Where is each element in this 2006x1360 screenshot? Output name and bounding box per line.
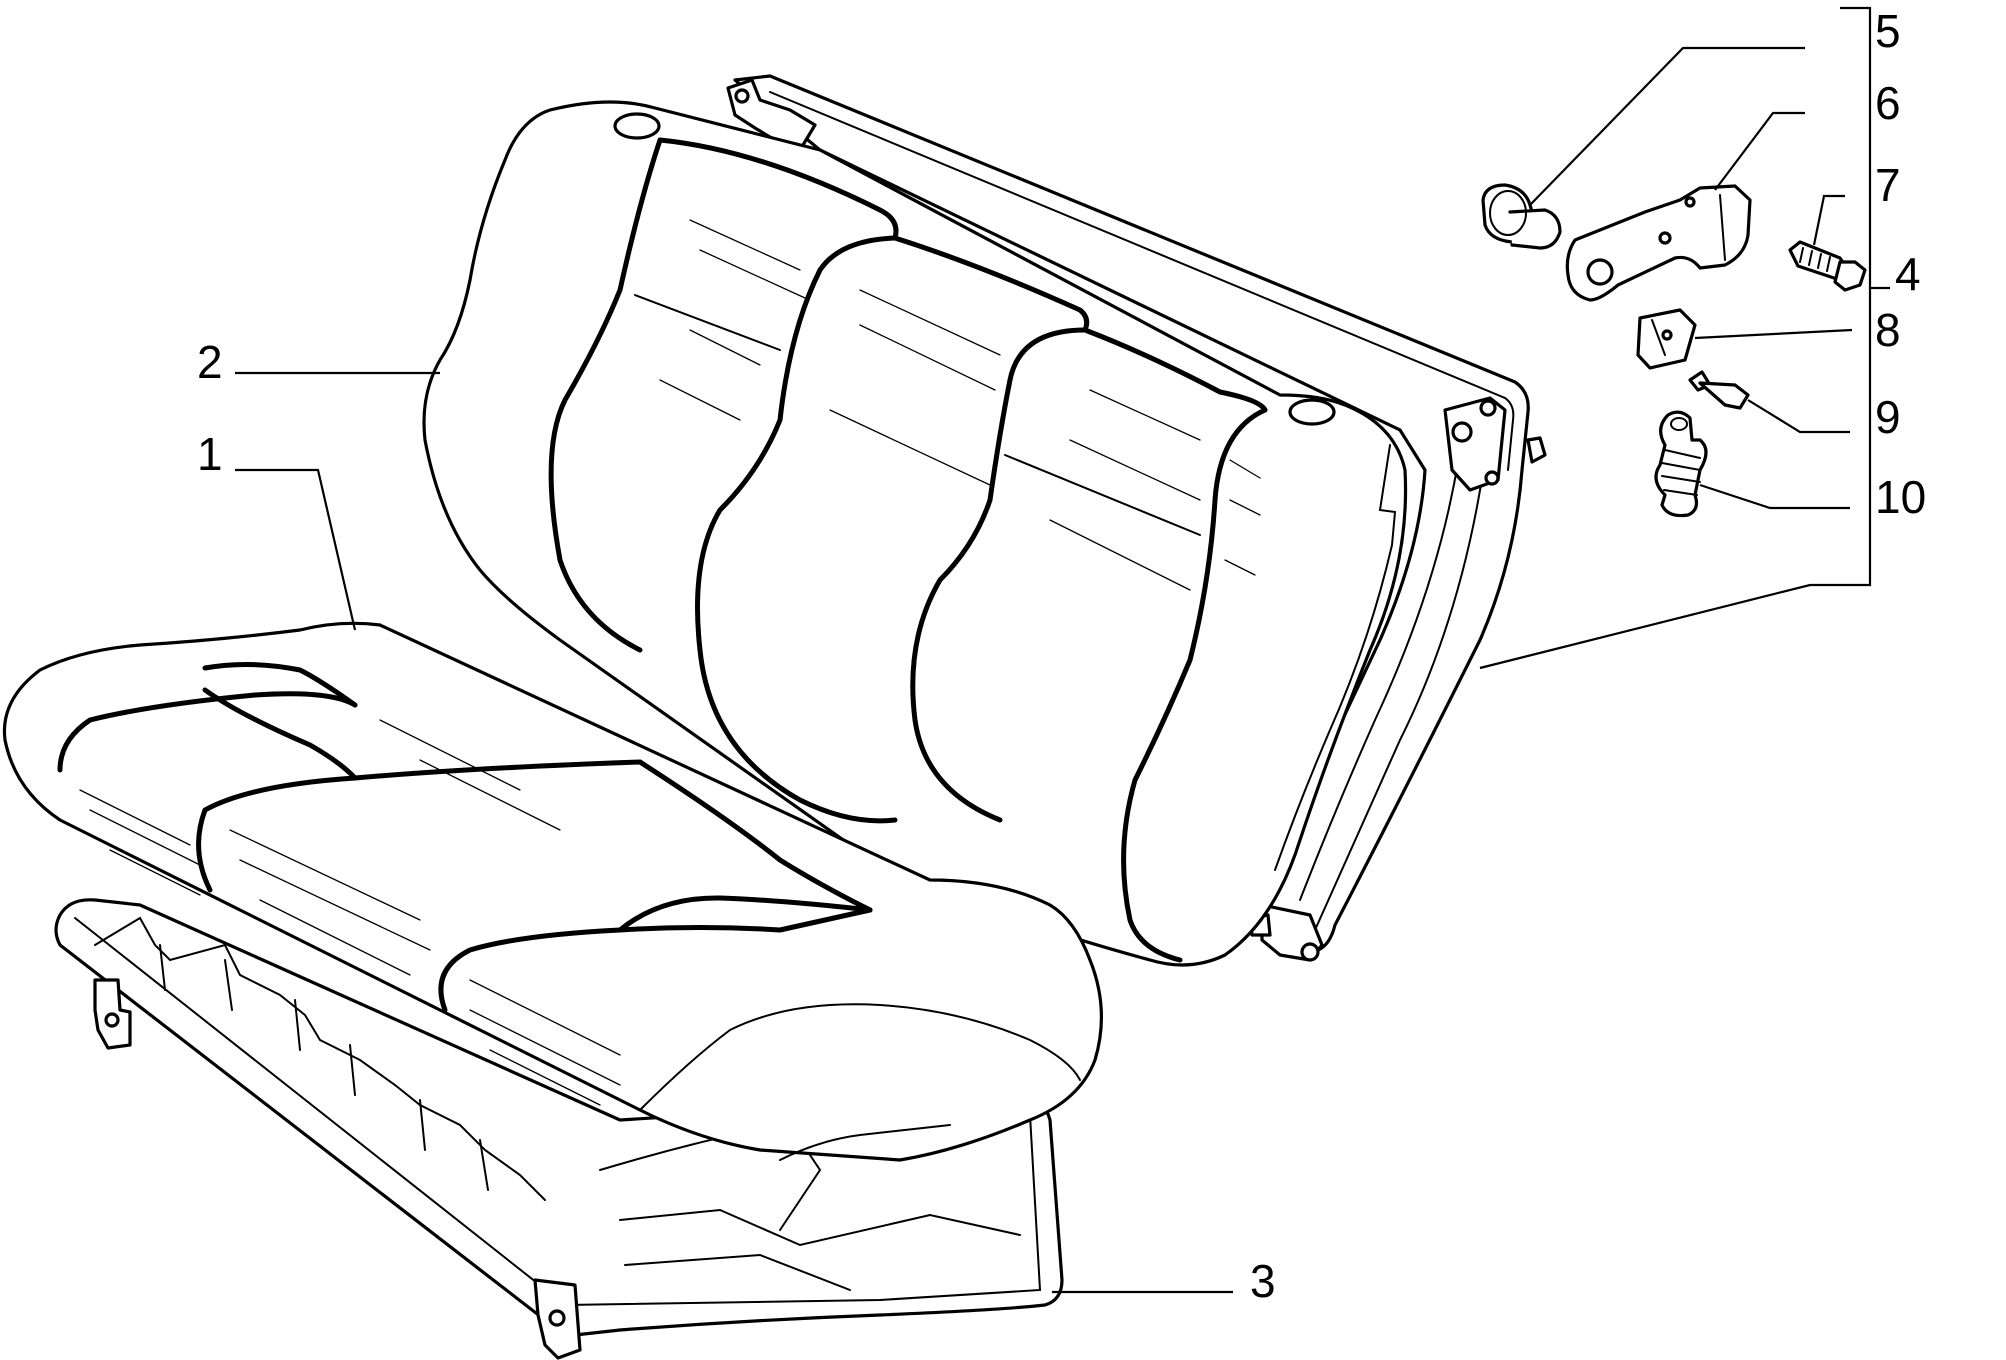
leader-8 [1694, 328, 1853, 340]
part-10-spring [1654, 410, 1708, 518]
part-8-clip [1636, 308, 1697, 370]
callout-1: 1 [197, 428, 223, 480]
leader-4 [1479, 6, 1872, 670]
callout-3: 3 [1250, 1255, 1276, 1307]
callout-5: 5 [1875, 5, 1901, 57]
leader-7 [1812, 194, 1845, 246]
seat-frame [54, 898, 1064, 1360]
callout-10: 10 [1875, 471, 1926, 523]
callout-labels: 1 2 3 4 5 6 7 8 9 10 [197, 5, 1926, 1307]
part-9-pin [1688, 370, 1750, 410]
backrest-frame-panel [726, 74, 1547, 962]
backrest-cushion [422, 100, 1408, 967]
callout-4: 4 [1895, 248, 1921, 300]
leader-6 [1714, 111, 1805, 191]
part-7-bolt [1788, 240, 1867, 292]
part-6-hinge-plate [1565, 184, 1752, 302]
part-5-plug [1481, 183, 1562, 250]
callout-9: 9 [1875, 391, 1901, 443]
leader-9 [1747, 399, 1850, 434]
leader-lines [235, 6, 1890, 1294]
callout-6: 6 [1875, 77, 1901, 129]
seat-cushion [2, 621, 1104, 1162]
leader-1 [235, 468, 357, 631]
callout-7: 7 [1875, 159, 1901, 211]
leader-10 [1699, 483, 1850, 510]
callout-2: 2 [197, 336, 223, 388]
leader-5 [1529, 46, 1805, 206]
callout-8: 8 [1875, 304, 1901, 356]
